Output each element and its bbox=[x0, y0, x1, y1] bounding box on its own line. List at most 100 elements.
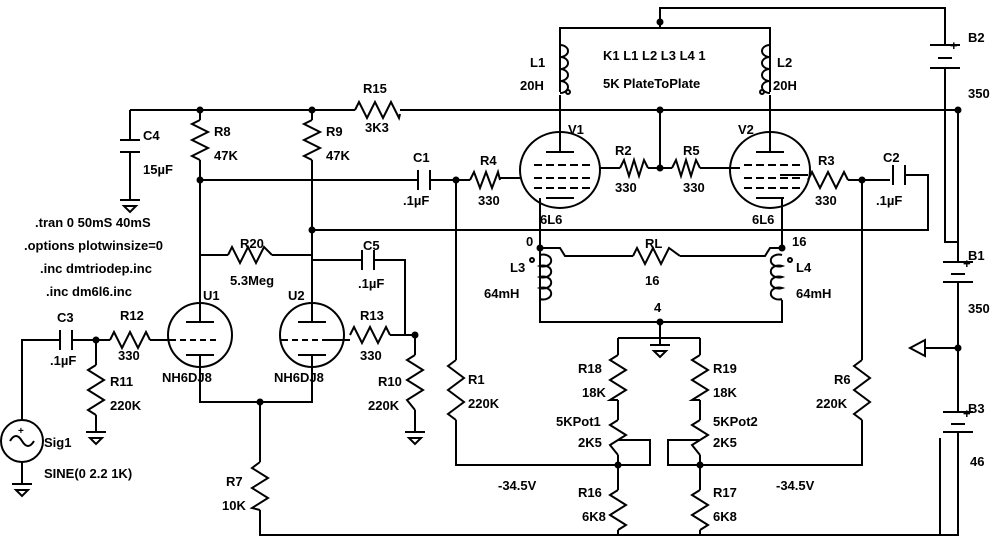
svg-text:+: + bbox=[950, 38, 958, 53]
label-r19-val: 18K bbox=[713, 385, 737, 400]
label-r13-val: 330 bbox=[360, 348, 382, 363]
label-r6-ref: R6 bbox=[834, 372, 851, 387]
node-0: 0 bbox=[526, 234, 533, 249]
triode-u2 bbox=[279, 300, 350, 375]
directive-3: .inc dmtriodep.inc bbox=[40, 261, 152, 276]
directive-4: .inc dm6l6.inc bbox=[46, 284, 132, 299]
label-b3-ref: B3 bbox=[968, 401, 985, 416]
label-r5-val: 330 bbox=[683, 180, 705, 195]
label-rl-val: 16 bbox=[645, 273, 659, 288]
label-r8-val: 47K bbox=[214, 148, 238, 163]
label-r12-val: 330 bbox=[118, 348, 140, 363]
label-r13-ref: R13 bbox=[360, 308, 384, 323]
label-r11-ref: R11 bbox=[110, 374, 133, 389]
label-r9-val: 47K bbox=[326, 148, 350, 163]
label-v1-val: 6L6 bbox=[540, 212, 562, 227]
label-b2-val: 350 bbox=[968, 86, 990, 101]
wires bbox=[12, 7, 959, 536]
signal-source: + bbox=[0, 419, 44, 463]
battery-b1: + bbox=[943, 248, 973, 290]
label-r10-val: 220K bbox=[368, 398, 400, 413]
node-4: 4 bbox=[654, 300, 662, 315]
tube-v1 bbox=[519, 131, 601, 210]
label-r7-val: 10K bbox=[222, 498, 246, 513]
label-v1-ref: V1 bbox=[568, 122, 584, 137]
svg-text:+: + bbox=[963, 256, 971, 271]
label-l2-val: 20H bbox=[773, 78, 797, 93]
battery-b2: + bbox=[930, 38, 960, 80]
resistor-r9 bbox=[301, 119, 323, 161]
resistor-rl bbox=[632, 245, 681, 267]
label-r7-ref: R7 bbox=[226, 474, 243, 489]
label-r2-val: 330 bbox=[615, 180, 637, 195]
label-u2-val: NH6DJ8 bbox=[274, 370, 324, 385]
capacitor-c4 bbox=[120, 139, 140, 153]
bias-right: -34.5V bbox=[776, 478, 815, 493]
resistor-r12 bbox=[109, 329, 151, 351]
label-r15-val: 3K3 bbox=[365, 120, 389, 135]
label-c1-val: .1µF bbox=[403, 193, 429, 208]
label-c2-val: .1µF bbox=[876, 193, 902, 208]
label-r16-ref: R16 bbox=[578, 485, 602, 500]
resistor-r20 bbox=[227, 244, 273, 266]
resistor-r16 bbox=[608, 489, 628, 531]
label-pot1-val: 2K5 bbox=[578, 435, 602, 450]
potentiometer-2 bbox=[690, 419, 710, 456]
label-sig1-ref: Sig1 bbox=[44, 435, 71, 450]
label-u1-ref: U1 bbox=[203, 288, 220, 303]
potentiometer-1 bbox=[608, 419, 628, 456]
directive-1: .tran 0 50mS 40mS bbox=[35, 215, 151, 230]
label-c5-val: .1µF bbox=[358, 276, 384, 291]
label-r6-val: 220K bbox=[816, 396, 848, 411]
bias-left: -34.5V bbox=[498, 478, 537, 493]
label-u1-val: NH6DJ8 bbox=[162, 370, 212, 385]
label-r19-ref: R19 bbox=[713, 361, 737, 376]
label-b1-val: 350 bbox=[968, 301, 990, 316]
inductor-l4 bbox=[769, 253, 786, 301]
battery-b3: + bbox=[943, 400, 973, 438]
label-r1-val: 220K bbox=[468, 396, 500, 411]
labels: R15 3K3 C4 15µF R8 47K R9 47K C1 .1µF R4… bbox=[24, 30, 990, 524]
label-l4-ref: L4 bbox=[796, 260, 812, 275]
svg-text:+: + bbox=[18, 426, 24, 437]
tube-v2 bbox=[729, 131, 811, 210]
inductor-l3 bbox=[536, 253, 553, 301]
label-c4-ref: C4 bbox=[143, 128, 160, 143]
label-l2-ref: L2 bbox=[777, 55, 792, 70]
label-r3-ref: R3 bbox=[818, 153, 835, 168]
directive-2: .options plotwinsize=0 bbox=[24, 238, 163, 253]
ground-symbol bbox=[907, 338, 926, 358]
resistors bbox=[86, 99, 872, 531]
capacitor-c2 bbox=[892, 165, 906, 185]
resistor-r17 bbox=[690, 489, 710, 531]
transformer-coupling: K1 L1 L2 L3 L4 1 bbox=[603, 48, 706, 63]
resistor-r10 bbox=[405, 354, 425, 411]
label-r15-ref: R15 bbox=[363, 81, 387, 96]
label-r17-ref: R17 bbox=[713, 485, 737, 500]
label-r5-ref: R5 bbox=[683, 143, 700, 158]
resistor-r4 bbox=[469, 168, 501, 191]
label-l3-ref: L3 bbox=[510, 260, 525, 275]
triode-u1 bbox=[167, 300, 233, 375]
label-r4-val: 330 bbox=[478, 193, 500, 208]
label-r10-ref: R10 bbox=[378, 374, 402, 389]
label-c1-ref: C1 bbox=[413, 150, 430, 165]
resistor-r7 bbox=[249, 461, 270, 511]
label-v2-ref: V2 bbox=[738, 122, 754, 137]
label-l1-val: 20H bbox=[520, 78, 544, 93]
label-c3-val: .1µF bbox=[50, 353, 76, 368]
resistor-r15 bbox=[354, 99, 401, 121]
label-r20-val: 5.3Meg bbox=[230, 273, 274, 288]
inductor-l1 bbox=[559, 44, 569, 94]
resistor-r6 bbox=[852, 359, 872, 421]
label-rl-ref: RL bbox=[645, 236, 662, 251]
label-r3-val: 330 bbox=[815, 193, 837, 208]
label-v2-val: 6L6 bbox=[752, 212, 774, 227]
resistor-r1 bbox=[446, 359, 466, 421]
label-r17-val: 6K8 bbox=[713, 509, 737, 524]
label-c5-ref: C5 bbox=[363, 238, 380, 253]
label-c4-val: 15µF bbox=[143, 162, 173, 177]
resistor-r19 bbox=[688, 354, 710, 401]
resistor-r11 bbox=[86, 364, 106, 416]
capacitor-c5 bbox=[361, 250, 375, 270]
